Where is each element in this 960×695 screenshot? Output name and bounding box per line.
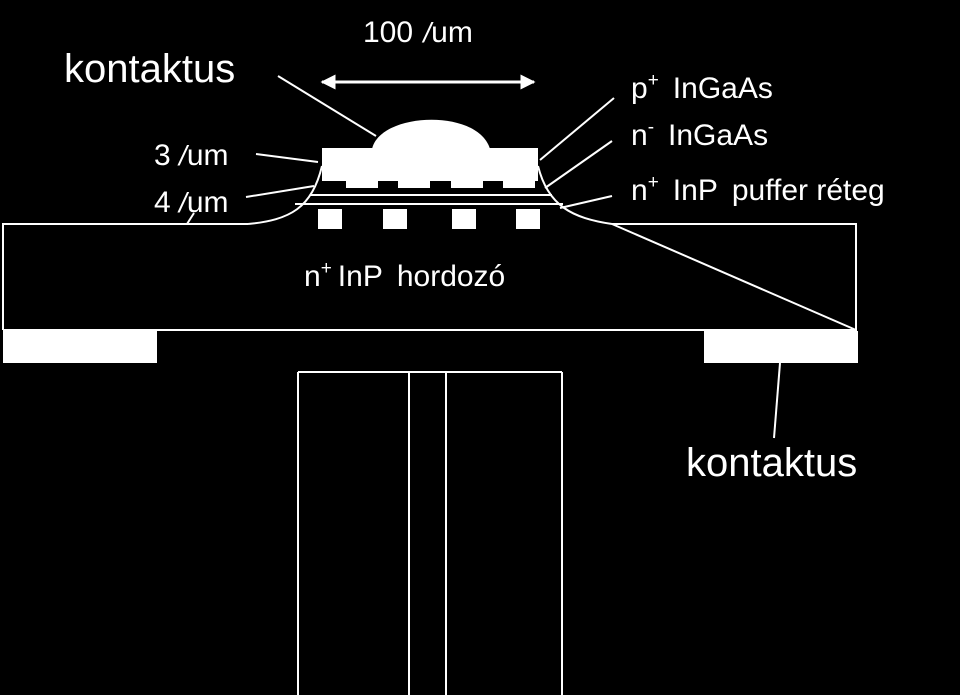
buried-square-4 (516, 209, 540, 229)
top-contact-dome (372, 119, 490, 149)
leader-n-ingaas (544, 140, 613, 189)
thickness-3um-label: 3 /um (154, 139, 229, 172)
leader-4um-tick (186, 212, 195, 225)
buried-square-3 (452, 209, 476, 229)
leader-3um (255, 153, 319, 163)
bottom-contact-right (704, 331, 858, 363)
layer-n-ingaas-label: n-InGaAs (631, 117, 768, 152)
leader-contact-bottom (773, 362, 781, 439)
mesa-slope-left (247, 165, 323, 225)
leader-p-ingaas (539, 97, 615, 161)
mesa (247, 119, 613, 229)
bottom-contact-left (3, 331, 157, 363)
width-label: 100 /um (363, 16, 473, 49)
p-ingaas-layer (322, 148, 538, 188)
leader-lines (186, 75, 781, 439)
leader-contact-top (277, 75, 377, 137)
buried-square-1 (318, 209, 342, 229)
leader-buffer (559, 195, 613, 209)
layer-p-ingaas-label: p+InGaAs (631, 70, 773, 105)
leader-4um (245, 185, 315, 198)
fiber (297, 371, 563, 695)
buried-square-2 (383, 209, 407, 229)
thickness-4um-label: 4 /um (154, 186, 229, 219)
contact-top-label: kontaktus (64, 47, 235, 91)
contact-bottom-label: kontaktus (686, 441, 857, 485)
substrate-outline (2, 223, 857, 332)
